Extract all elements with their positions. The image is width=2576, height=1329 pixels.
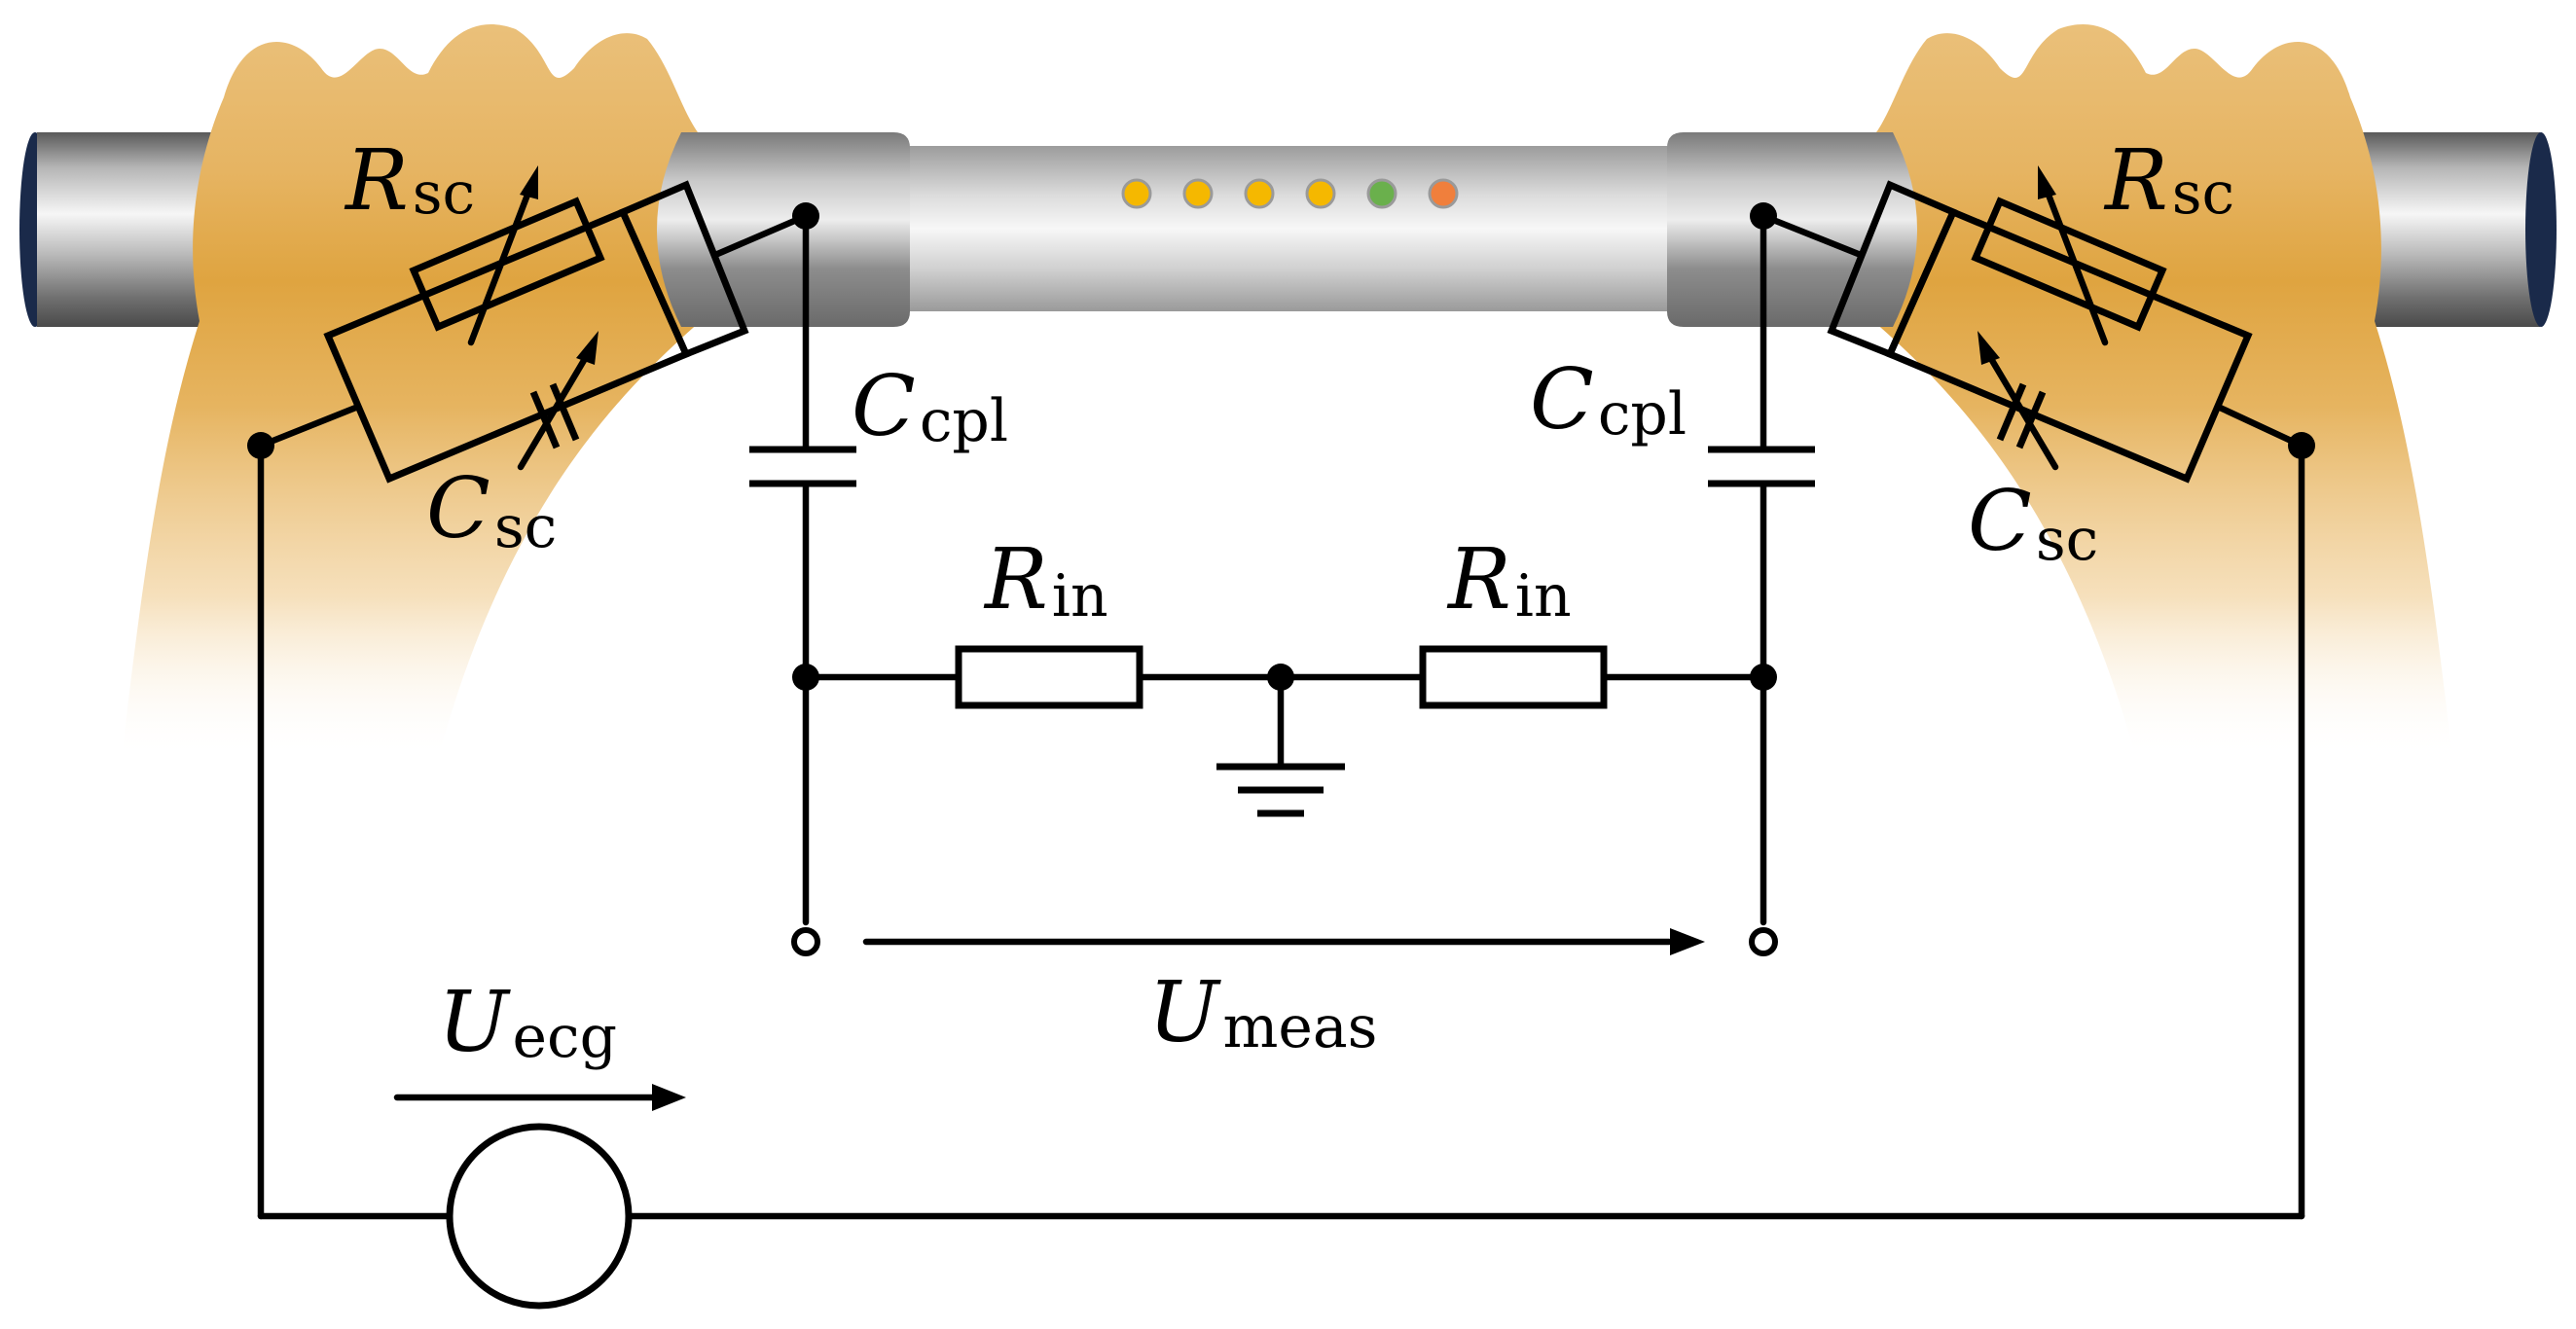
left-csc-plate-b	[549, 382, 580, 442]
right-rsc-variable-arrow	[2043, 186, 2109, 346]
right-resistor-rin	[1419, 645, 1608, 709]
left-csc-arrowhead	[576, 331, 599, 365]
ecg-voltage-source	[446, 1123, 633, 1310]
right-parallel-frame	[1885, 207, 2253, 484]
led-indicators	[1121, 178, 1459, 209]
left-parallel-frame	[323, 207, 691, 484]
left-hand	[122, 24, 725, 759]
label-r-sc-left: Rsc	[344, 132, 475, 230]
left-rsc-variable-arrow	[467, 186, 533, 346]
uecg-arrowhead	[652, 1084, 686, 1111]
left-electrode-lead	[711, 212, 810, 259]
rod-end-cap-right	[2525, 132, 2557, 327]
measurement-terminal-left	[791, 927, 820, 956]
label-c-cpl-left: Ccpl	[852, 358, 1008, 455]
label-r-sc-right: Rsc	[2103, 132, 2234, 230]
main-circuit	[247, 202, 2315, 1310]
led-yellow-1	[1121, 178, 1152, 209]
label-u-meas: Umeas	[1148, 964, 1377, 1061]
rod-center-segment	[905, 146, 1674, 311]
led-yellow-3	[1244, 178, 1275, 209]
left-rsc-arrowhead	[520, 165, 538, 199]
led-orange	[1428, 178, 1459, 209]
right-resistor-rsc	[1971, 197, 2167, 332]
junction-left-rin	[792, 664, 819, 691]
label-u-ecg: Uecg	[438, 974, 617, 1071]
left-electrode-sleeve	[657, 132, 910, 327]
label-c-sc-left: Csc	[426, 460, 557, 561]
left-hand-lead	[257, 403, 362, 449]
right-skin-contact-network	[1760, 165, 2305, 484]
junction-right-hand	[2288, 432, 2315, 459]
right-rsc-arrowhead	[2038, 165, 2056, 199]
led-yellow-2	[1182, 178, 1214, 209]
label-r-in-left: Rin	[983, 531, 1108, 630]
left-skin-contact-network	[257, 165, 810, 484]
left-resistor-rin	[955, 645, 1143, 709]
umeas-arrowhead	[1670, 928, 1705, 955]
label-c-sc-right: Csc	[1968, 473, 2098, 574]
right-csc-plate-b	[1996, 382, 2027, 442]
right-csc-arrowhead	[1977, 331, 2000, 365]
left-resistor-rsc	[409, 197, 605, 332]
right-hand-lead	[2214, 403, 2305, 449]
junction-right-rin	[1750, 664, 1777, 691]
right-csc-variable-arrow	[1983, 348, 2059, 471]
led-yellow-4	[1305, 178, 1336, 209]
right-electrode-lead	[1760, 212, 1865, 259]
measurement-terminal-right	[1749, 927, 1778, 956]
label-r-in-right: Rin	[1446, 531, 1572, 630]
junction-left-top	[792, 202, 819, 230]
junction-ground	[1267, 664, 1294, 691]
label-c-cpl-right: Ccpl	[1530, 351, 1687, 449]
led-green	[1366, 178, 1397, 209]
junction-right-top	[1750, 202, 1777, 230]
left-csc-variable-arrow	[517, 348, 593, 471]
component-labels: Rsc Csc Rsc Csc Ccpl Ccpl Rin Rin Umeas …	[344, 132, 2234, 1071]
junction-left-hand	[247, 432, 274, 459]
